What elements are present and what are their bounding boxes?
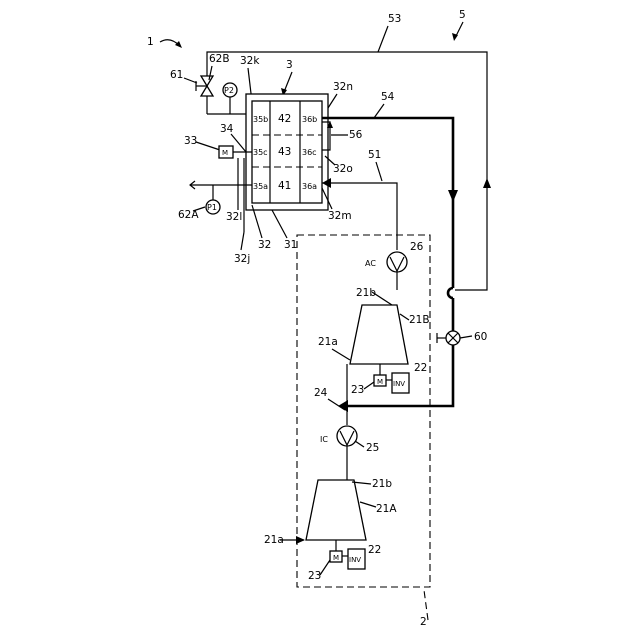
label-motor-21A: M: [333, 554, 339, 562]
label-chamber-36a: 36a: [302, 182, 317, 191]
label-aftercooler-26: 26: [410, 241, 424, 253]
label-core-43: 43: [278, 146, 291, 158]
arrow-inlet-21A: [296, 536, 305, 544]
label-chamber-36c: 36c: [302, 148, 317, 157]
label-outlet-62B: 62B: [209, 53, 230, 65]
compressor-21B: [350, 305, 408, 364]
label-sensor-p1: P1: [207, 203, 217, 212]
label-valve-61: 61: [170, 69, 183, 81]
label-outlet-21b-lower: 21b: [372, 478, 392, 490]
leader-line-54: [374, 104, 384, 118]
label-sensor-p2: P2: [224, 86, 234, 95]
label-motor-23-lower: 23: [308, 570, 321, 582]
leader-line-51: [376, 162, 382, 181]
label-actuator-33: 33: [184, 135, 197, 147]
leader-intercooler-25: [355, 441, 364, 447]
intercooler-25: [337, 426, 357, 446]
label-unit-2: 2: [420, 616, 427, 628]
label-port-32l: 32l: [226, 211, 242, 223]
label-hx-31: 31: [284, 239, 297, 251]
label-inverter-21B: INV: [393, 380, 405, 388]
label-port-32n: 32n: [333, 81, 353, 93]
arrow-line-54-down: [448, 190, 458, 202]
leader-motor-23-upper: [364, 382, 374, 389]
label-motor-33: M: [222, 149, 228, 157]
arrow-line-53-up: [483, 178, 491, 188]
label-circuit-5: 5: [459, 9, 466, 21]
label-compressor-21A: 21A: [376, 503, 397, 515]
leader-valve-60: [460, 336, 472, 338]
label-inverter-21A: INV: [349, 556, 361, 564]
label-inverter-22-upper: 22: [414, 362, 427, 374]
label-port-32o: 32o: [333, 163, 353, 175]
label-chamber-35b: 35b: [253, 115, 268, 124]
label-motor-23-upper: 23: [351, 384, 364, 396]
label-core-41: 41: [278, 180, 291, 192]
label-intercooler-25: 25: [366, 442, 379, 454]
label-chamber-36b: 36b: [302, 115, 317, 124]
aftercooler-26: [387, 252, 407, 272]
label-hx-3: 3: [286, 59, 293, 71]
leader-hx-31: [272, 210, 287, 238]
label-aftercooler-tag: AC: [365, 259, 376, 268]
label-compressor-21B: 21B: [409, 314, 430, 326]
label-port-32j: 32j: [234, 253, 250, 265]
label-hx-32: 32: [258, 239, 271, 251]
label-system-1: 1: [147, 36, 154, 48]
line-54-crossover: [448, 288, 453, 298]
leader-actuator-33: [196, 142, 220, 150]
leader-line-53: [378, 26, 388, 52]
label-chamber-35c: 35c: [253, 148, 268, 157]
label-port-32m: 32m: [328, 210, 352, 222]
label-line-51: 51: [368, 149, 381, 161]
valve-61-top: [201, 76, 213, 86]
leader-compressor-21B: [400, 314, 409, 320]
label-line-56: 56: [349, 129, 363, 141]
label-chamber-35a: 35a: [253, 182, 268, 191]
leader-valve-61: [184, 78, 197, 83]
label-inlet-21a-upper: 21a: [318, 336, 338, 348]
label-core-42: 42: [278, 113, 291, 125]
label-stem-34: 34: [220, 123, 234, 135]
compressor-21A: [306, 480, 366, 540]
leader-inlet-21a-upper: [332, 349, 350, 360]
label-inverter-22-lower: 22: [368, 544, 381, 556]
leader-hx-3: [284, 72, 292, 92]
label-port-32k: 32k: [240, 55, 260, 67]
leader-motor-23-lower: [320, 560, 330, 575]
label-line-54: 54: [381, 91, 395, 103]
label-intercooler-tag: IC: [320, 435, 328, 444]
label-line-24: 24: [314, 387, 328, 399]
leader-port-32j: [241, 232, 244, 250]
leader-compressor-21A: [360, 502, 376, 507]
label-line-53: 53: [388, 13, 401, 25]
valve-61-bottom: [201, 86, 213, 96]
label-outlet-62A: 62A: [178, 209, 199, 221]
label-motor-21B: M: [377, 378, 383, 386]
label-valve-60: 60: [474, 331, 487, 343]
leader-port-32n: [328, 94, 337, 108]
